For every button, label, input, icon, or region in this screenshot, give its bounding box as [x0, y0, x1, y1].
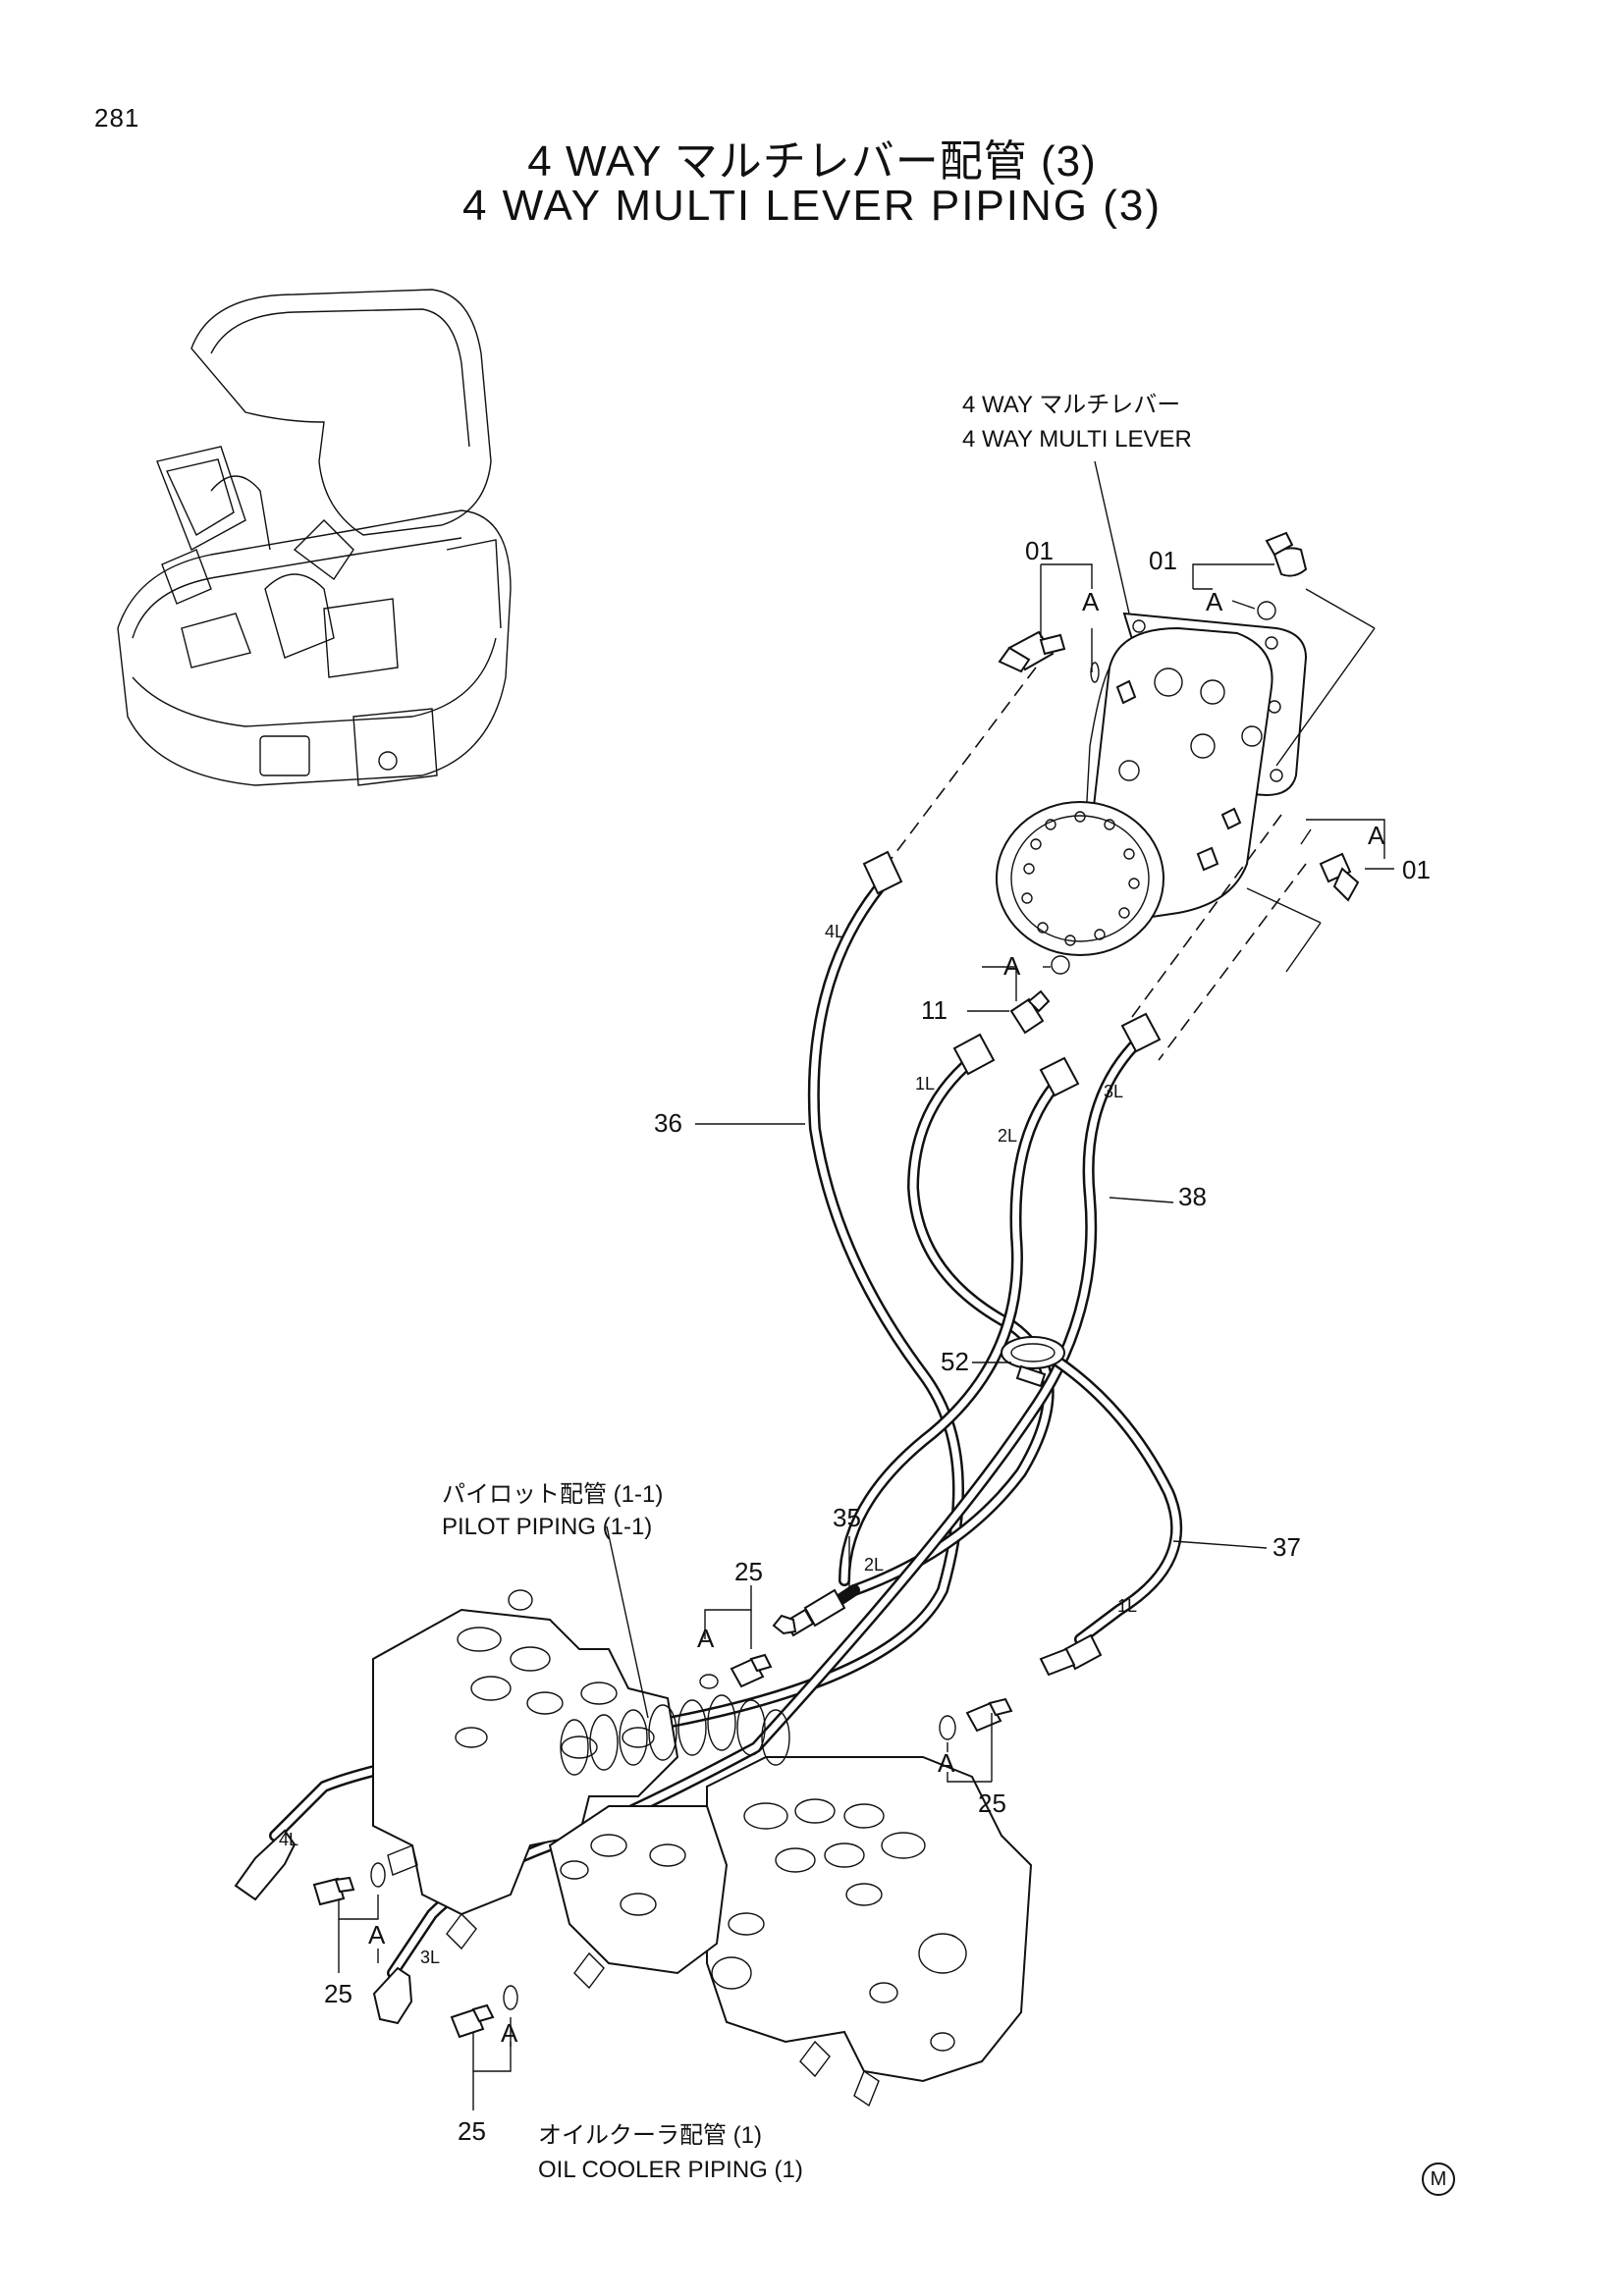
ref-a-right: A [1368, 821, 1385, 850]
fitting-25-right [939, 1697, 1013, 1740]
hose-port-3l-lower: 3L [420, 1948, 440, 1967]
ref-a-left: A [368, 1920, 386, 1949]
part-number-38: 38 [1178, 1182, 1207, 1211]
ref-a-right-lower: A [938, 1748, 955, 1778]
part-number-01-top-left: 01 [1025, 536, 1054, 565]
ref-a-11: A [1003, 951, 1021, 981]
ref-a-upper: A [697, 1624, 715, 1653]
hose-37 [1025, 1339, 1183, 1677]
pilot-piping-coils [560, 1694, 790, 1776]
part-number-36: 36 [654, 1108, 682, 1138]
part-number-37: 37 [1272, 1532, 1301, 1562]
multi-lever-label-ja: 4 WAY マルチレバー [962, 392, 1180, 418]
hose-port-2l-top: 2L [998, 1126, 1017, 1146]
part-number-11: 11 [921, 995, 947, 1025]
page-title-english: 4 WAY MULTI LEVER PIPING (3) [461, 182, 1163, 230]
hose-end-3l [372, 1966, 413, 2025]
pilot-piping-label-ja: パイロット配管 (1-1) [442, 1481, 663, 1508]
ref-a-top-right: A [1206, 587, 1223, 616]
part-number-25-right: 25 [978, 1789, 1006, 1818]
leader-lines [338, 1123, 1268, 2110]
hose-port-1l-lower: 1L [1117, 1596, 1137, 1616]
hose-port-4l-lower: 4L [279, 1830, 298, 1849]
hose-port-2l-lower: 2L [864, 1555, 884, 1575]
control-valve-block [372, 1589, 1033, 2108]
fitting-25-upper [699, 1653, 773, 1689]
part-number-01-top-right: 01 [1149, 546, 1177, 575]
hose-2l-top [839, 1056, 1080, 1586]
oil-cooler-piping-label-en: OIL COOLER PIPING (1) [538, 2157, 803, 2183]
clamp-52 [1001, 1336, 1065, 1388]
page-title-japanese: 4 WAY マルチレバー配管 (3) [527, 137, 1097, 186]
part-number-25-upper: 25 [734, 1557, 763, 1586]
part-number-52: 52 [941, 1347, 969, 1376]
hose-port-1l-top: 1L [915, 1074, 935, 1094]
pilot-piping-label-en: PILOT PIPING (1-1) [442, 1514, 652, 1540]
elbow-fitting-top-left [998, 630, 1100, 683]
multi-lever-label-en: 4 WAY MULTI LEVER [962, 426, 1192, 453]
straight-fitting-11 [1009, 955, 1070, 1035]
elbow-fitting-top-right [1257, 531, 1308, 620]
oil-cooler-piping-label-ja: オイルクーラ配管 (1) [538, 2122, 762, 2149]
leader-multi-lever [1094, 460, 1130, 614]
hose-port-4l-top: 4L [825, 922, 844, 941]
hose-35 [772, 1584, 860, 1637]
ref-a-top-left: A [1082, 587, 1100, 616]
part-number-25-left: 25 [324, 1979, 352, 2008]
fitting-25-bottom [450, 1985, 518, 2039]
elbow-fitting-right [1300, 828, 1360, 902]
part-number-01-right: 01 [1402, 855, 1431, 884]
part-number-25-bottom: 25 [458, 2116, 486, 2146]
part-number-35: 35 [833, 1503, 861, 1532]
multi-lever-valve-assembly [996, 612, 1308, 956]
manual-mark-symbol: M [1422, 2163, 1455, 2196]
fitting-25-left [312, 1862, 386, 1906]
hose-end-4l [234, 1829, 297, 1901]
page-number: 281 [94, 103, 140, 133]
excavator-overview-illustration [117, 289, 512, 786]
ref-a-bottom: A [501, 2018, 518, 2048]
hose-port-3l-top: 3L [1104, 1082, 1123, 1101]
